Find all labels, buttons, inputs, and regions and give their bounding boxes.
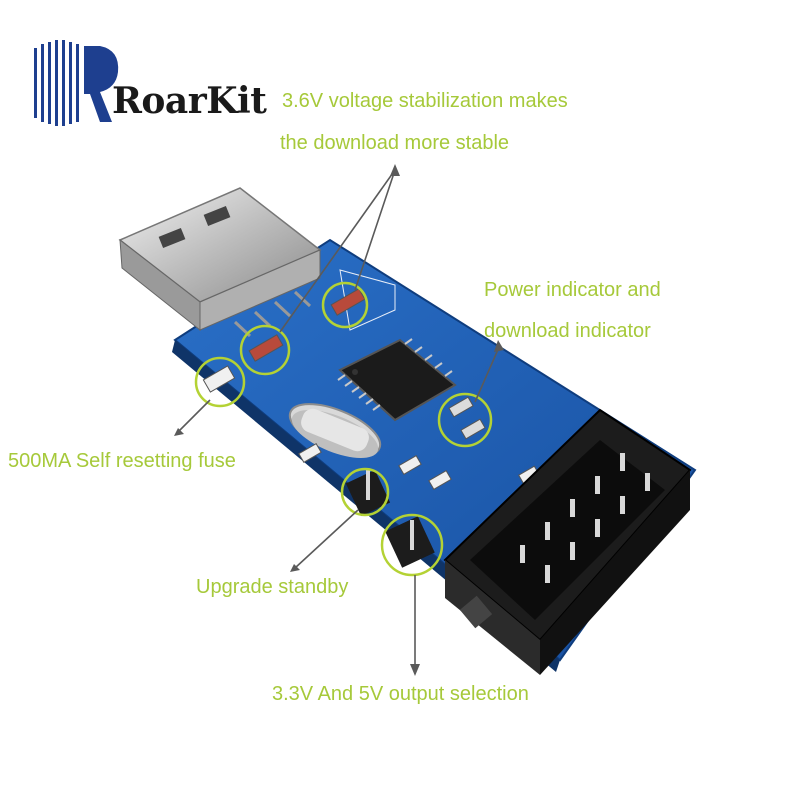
caption-power-line2: download indicator [484,320,651,342]
brand-name: RoarKit [112,80,267,122]
annotation-arrowheads [174,164,504,676]
caption-voltage-line1: 3.6V voltage stabilization makes [282,90,568,112]
annotation-circles [194,281,493,577]
roarkit-logo-icon [34,40,119,126]
usb-connector [118,187,322,338]
caption-power-line1: Power indicator and [484,279,661,301]
caption-upgrade: Upgrade standby [196,576,349,598]
crystal-oscillator [288,403,382,458]
ten-pin-header [443,408,692,675]
caption-fuse: 500MA Self resetting fuse [8,450,236,472]
mcu-chip [337,338,457,422]
jumper-headers [345,469,435,568]
smd-components [202,288,540,491]
caption-output-selection: 3.3V And 5V output selection [272,683,529,705]
caption-voltage-line2: the download more stable [280,132,510,154]
annotation-leaders [177,169,501,670]
